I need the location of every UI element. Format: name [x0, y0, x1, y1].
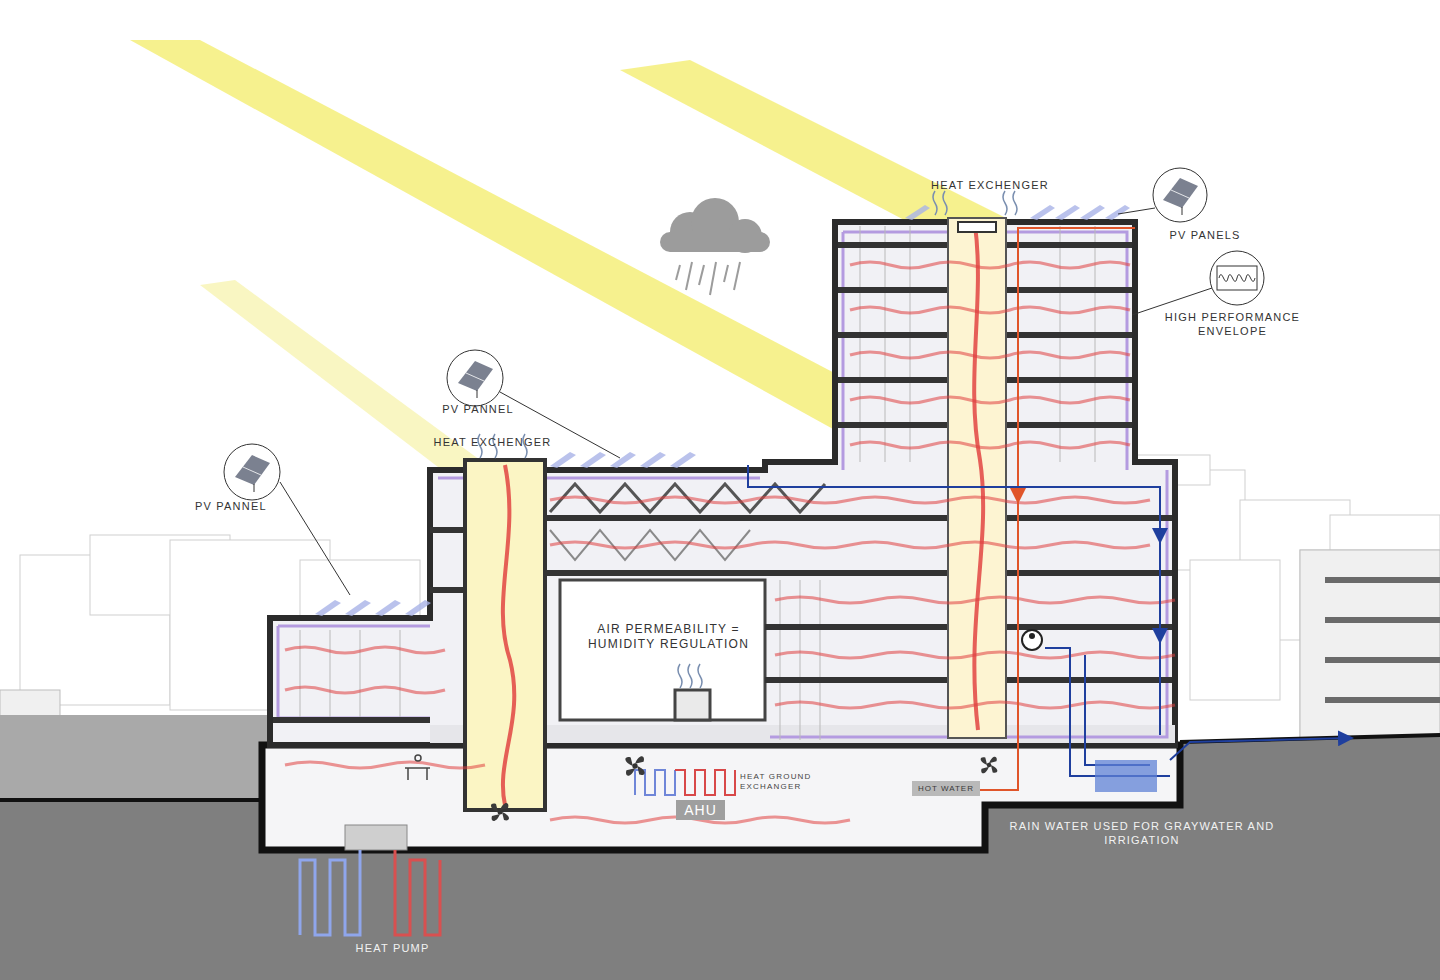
ground-exchanger-label: HEAT GROUND EXCHANGER	[740, 772, 825, 792]
box-text: AHU	[684, 802, 717, 818]
void-note: AIR PERMEABILITY = HUMIDITY REGULATION	[566, 622, 771, 652]
heat-exchanger-label: HEAT EXCHENGER	[915, 179, 1065, 193]
rainwater-note: RAIN WATER USED FOR GRAYWATER AND IRRIGA…	[992, 820, 1292, 848]
hot-water-box: HOT WATER	[912, 781, 980, 796]
pv-label: PV PANELS	[1150, 229, 1260, 243]
box-text: HOT WATER	[918, 784, 974, 793]
envelope-label: HIGH PERFORMANCE ENVELOPE	[1150, 311, 1315, 339]
heat-pump-label: HEAT PUMP	[330, 942, 455, 956]
ahu-box: AHU	[676, 800, 725, 820]
heat-exchanger-label: HEAT EXCHENGER	[420, 436, 565, 450]
pv-label: PV PANNEL	[428, 403, 528, 417]
pv-label: PV PANNEL	[195, 500, 285, 514]
